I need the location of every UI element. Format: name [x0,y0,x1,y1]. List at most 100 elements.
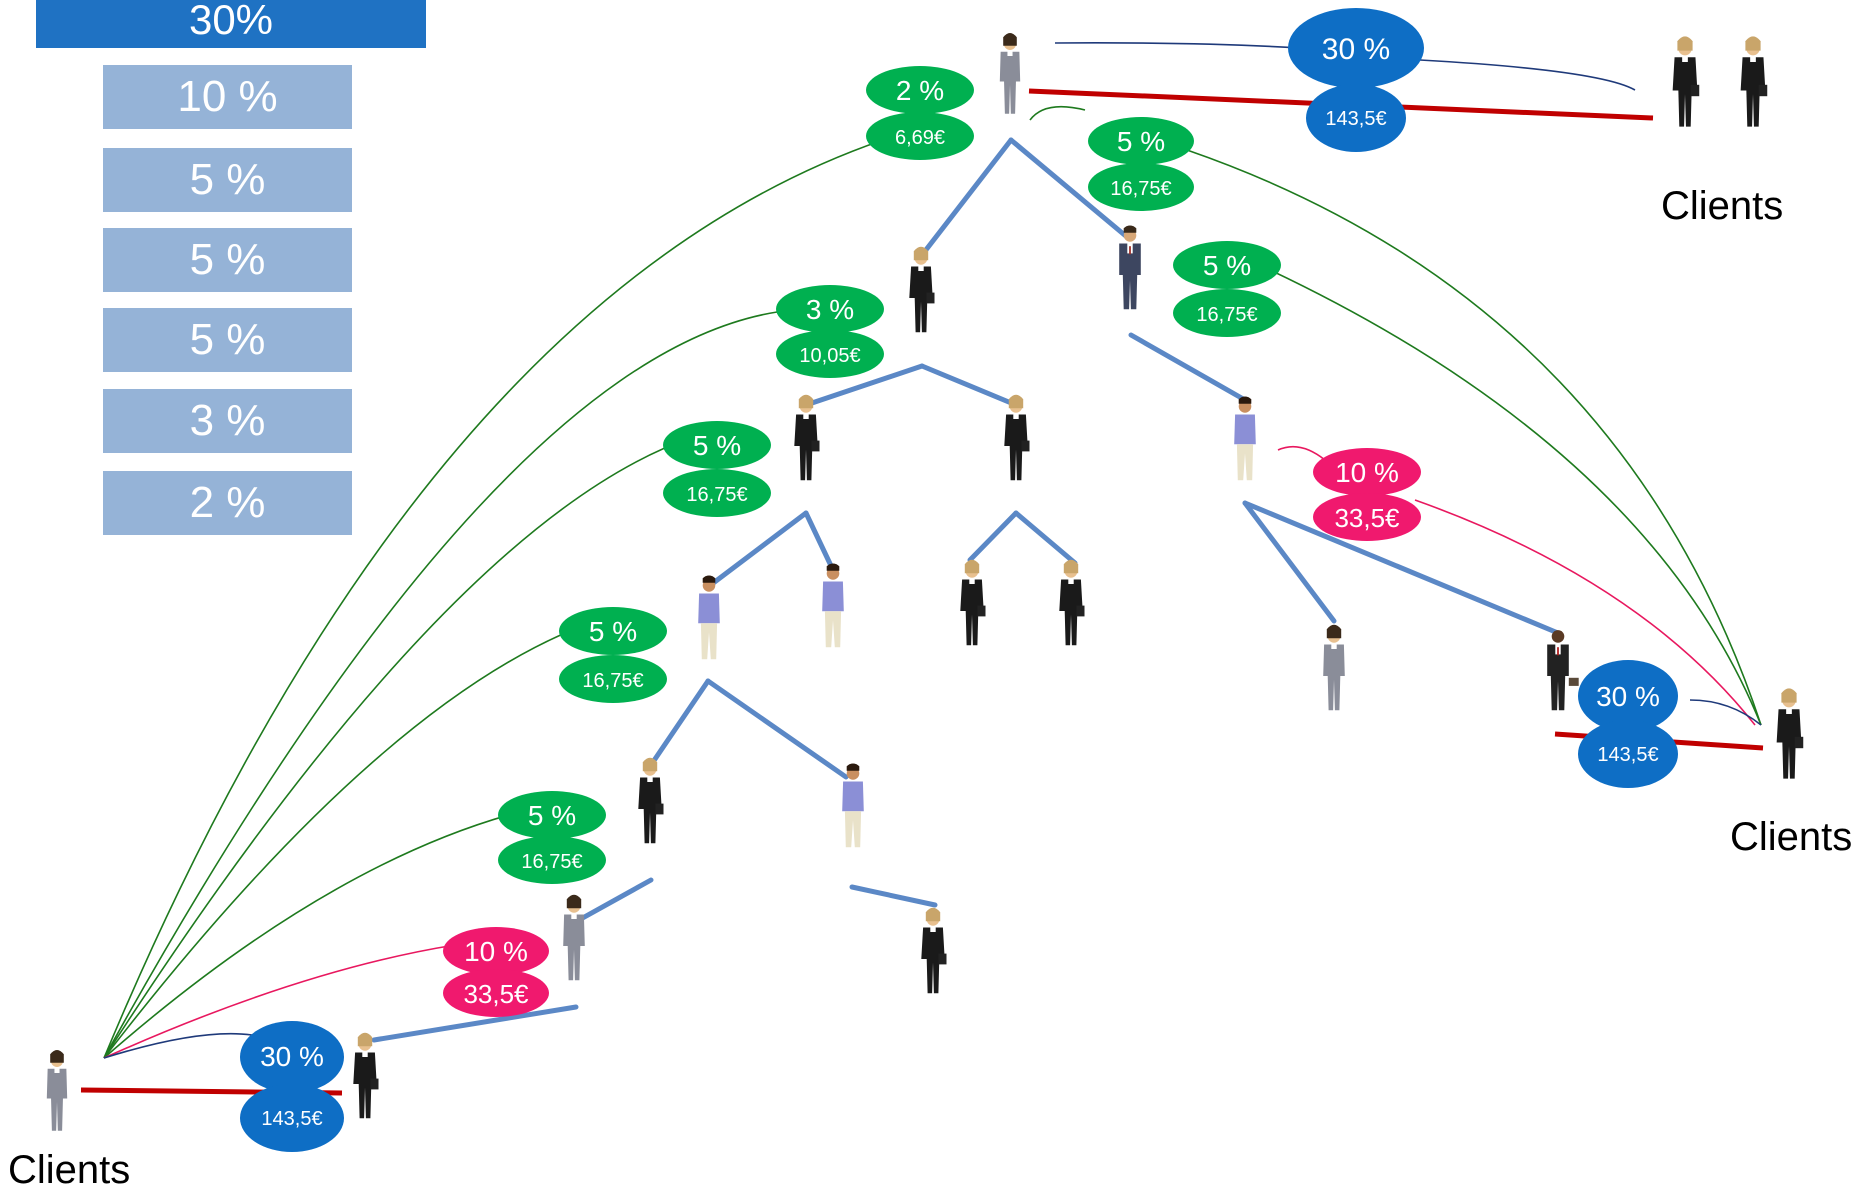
legend-top-rate: 30% [36,0,426,48]
commission-arc [103,622,591,1059]
commission-arc [103,309,793,1059]
percent-ellipse [443,927,549,975]
legend-rate-5: 3 % [103,389,352,453]
commission-bubble: 30 % 143,5€ [1288,8,1424,152]
member-figure [1004,394,1030,481]
member-figure [1547,630,1579,711]
percent-ellipse [240,1021,344,1093]
tree-line [1128,332,1248,403]
percent-ellipse [1313,448,1421,496]
sale-lines [80,88,1764,1096]
tree-line [967,510,1019,563]
percent-ellipse [1288,8,1424,88]
amount-text: 143,5€ [261,1108,322,1130]
clients-label-right: Clients [1730,815,1853,859]
amount-ellipse [1313,493,1421,541]
percent-text: 30 % [1596,681,1660,712]
amount-text: 143,5€ [1325,108,1386,130]
percent-text: 30 % [1322,33,1390,66]
commission-bubble: 5 % 16,75€ [1088,117,1194,211]
percent-text: 5 % [693,430,741,461]
legend-rate-3: 5 % [103,228,352,292]
commission-bubble: 30 % 143,5€ [240,1021,344,1152]
amount-text: 10,05€ [799,345,860,367]
amount-ellipse [443,969,549,1017]
commission-arc [1689,699,1762,726]
member-figure [698,575,720,660]
legend-rate-4: 5 % [103,308,352,372]
commission-arc [103,809,528,1059]
amount-ellipse [559,655,667,703]
tree-line [1242,500,1337,624]
percent-ellipse [776,285,884,333]
percent-text: 5 % [1117,126,1165,157]
commission-bubble: 5 % 16,75€ [559,607,667,703]
amount-ellipse [866,112,974,160]
member-figure [1323,624,1345,711]
commission-arcs [103,42,1762,1059]
percent-ellipse [559,607,667,655]
amount-ellipse [240,1084,344,1152]
amount-text: 16,75€ [1110,178,1171,200]
tree-line [371,1004,579,1043]
percent-ellipse [498,791,606,839]
client-figure [1672,36,1700,127]
tree-line [650,678,711,765]
amount-ellipse [663,469,771,517]
tree-line [705,510,809,590]
amount-ellipse [1306,84,1406,152]
percent-text: 5 % [528,800,576,831]
tree-line [803,510,836,573]
commission-bubbles: 2 % 6,69€ 5 % 16,75€ 5 % 16,75€ 3 % 10,0… [240,8,1678,1152]
member-figure [921,907,947,994]
member-figure [999,33,1021,114]
amount-text: 33,5€ [1334,503,1400,533]
tree-lines [371,137,1561,1043]
amount-ellipse [776,330,884,378]
client-figure [1776,688,1804,779]
commission-bubble: 10 % 33,5€ [443,927,549,1017]
commission-bubble: 5 % 16,75€ [498,791,606,884]
percent-text: 10 % [464,936,528,967]
people [46,33,1804,1131]
commission-arc [1186,149,1762,726]
amount-text: 16,75€ [1196,304,1257,326]
legend-rate-6: 2 % [103,471,352,535]
tree-line [803,363,925,408]
commission-bubble: 3 % 10,05€ [776,285,884,378]
tree-line [919,137,1014,258]
commission-arc [103,1032,253,1059]
member-figure [1059,559,1085,646]
commission-arc [1414,499,1756,726]
percent-text: 30 % [260,1041,324,1072]
percent-ellipse [1173,241,1281,289]
amount-text: 16,75€ [582,670,643,692]
member-figure [353,1032,379,1119]
amount-text: 16,75€ [521,851,582,873]
commission-arc [103,944,456,1059]
amount-ellipse [498,836,606,884]
amount-ellipse [1173,289,1281,337]
tree-line [849,884,938,908]
percent-text: 2 % [896,75,944,106]
commission-arc [1277,445,1326,461]
member-figure [960,559,986,646]
tree-line [1242,500,1561,636]
commission-arc [1419,59,1636,91]
legend-rate-1: 10 % [103,65,352,129]
client-figure [46,1050,68,1131]
percent-text: 10 % [1335,457,1399,488]
amount-text: 6,69€ [895,127,945,149]
commission-bubble: 5 % 16,75€ [1173,241,1281,337]
commission-bubble: 5 % 16,75€ [663,421,771,517]
member-figure [794,394,820,481]
clients-label-top-right: Clients [1661,184,1784,228]
member-figure [563,894,585,981]
percent-text: 5 % [1203,250,1251,281]
percent-text: 3 % [806,294,854,325]
member-figure [822,563,844,648]
amount-ellipse [1578,720,1678,788]
tree-line [1008,137,1130,240]
member-figure [638,757,664,844]
